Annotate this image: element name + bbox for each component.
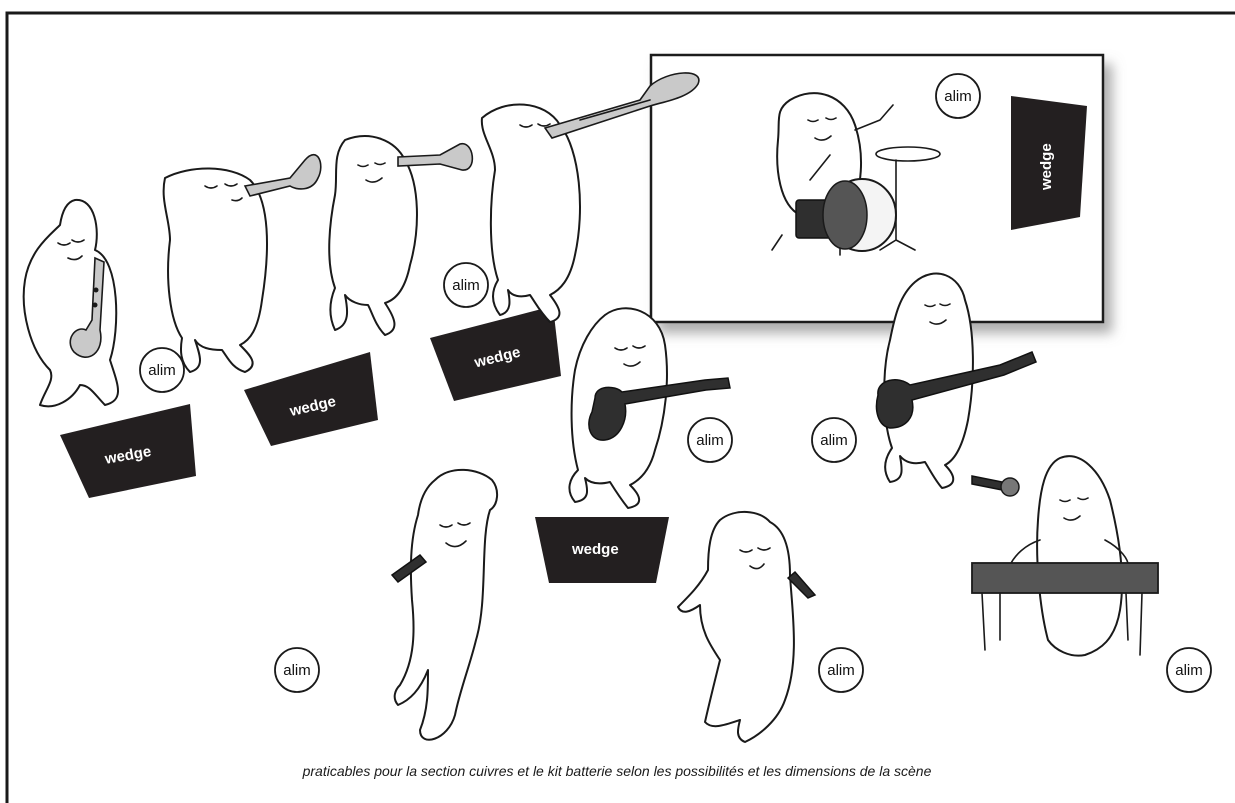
wedge-drums: wedge [1011, 96, 1087, 230]
saxophone-player-icon [24, 200, 118, 406]
guitarist-icon [569, 308, 730, 508]
wedge-front: wedge [535, 517, 669, 583]
alim-label: alim [148, 362, 176, 379]
alim-label: alim [696, 432, 724, 449]
caption: praticables pour la section cuivres et l… [302, 763, 932, 779]
alim-label: alim [1175, 662, 1203, 679]
singer-icon [392, 470, 497, 740]
alim-label: alim [827, 662, 855, 679]
wedge-label: wedge [1038, 143, 1055, 191]
alim-singer-right: alim [819, 648, 863, 692]
alim-guitar: alim [688, 418, 732, 462]
alim-sax: alim [140, 348, 184, 392]
wedge-trumpet: wedge [244, 352, 378, 446]
alim-keys: alim [1167, 648, 1211, 692]
alim-label: alim [283, 662, 311, 679]
trumpet-player-icon [329, 136, 472, 335]
wedge-trombone: wedge [430, 306, 561, 401]
alim-label: alim [452, 277, 480, 294]
alim-bass: alim [812, 418, 856, 462]
singer-icon [678, 512, 815, 742]
alim-singer-left: alim [275, 648, 319, 692]
wedge-label: wedge [571, 541, 619, 558]
trumpet-player-icon [164, 155, 321, 372]
wedge-sax: wedge [60, 404, 196, 498]
keyboard-instrument [972, 563, 1158, 593]
alim-label: alim [944, 88, 972, 105]
alim-drums: alim [936, 74, 980, 118]
alim-label: alim [820, 432, 848, 449]
microphone-icon [972, 476, 1019, 496]
alim-brass: alim [444, 263, 488, 307]
